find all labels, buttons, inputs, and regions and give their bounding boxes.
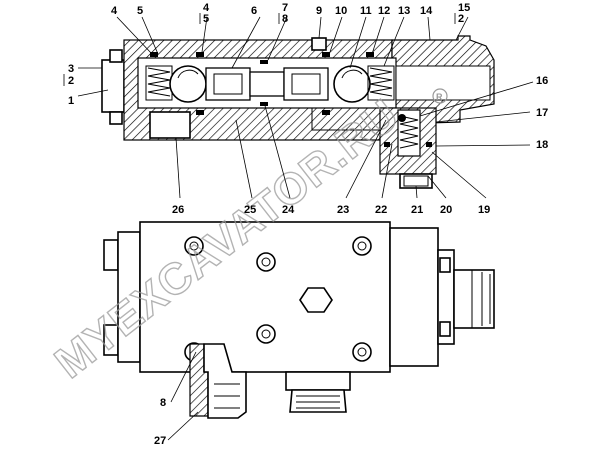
callout-6: 6 — [251, 5, 257, 17]
left-end-cap — [101, 59, 125, 113]
top-plug — [311, 37, 327, 51]
bottom-fitting-center — [285, 371, 351, 413]
leader-lines — [77, 16, 534, 441]
right-housing — [389, 227, 439, 367]
callout-12: 12 — [378, 5, 390, 17]
left-poppet — [205, 67, 251, 101]
callout-18: 18 — [536, 139, 548, 151]
registered-mark: R — [432, 88, 448, 104]
callout-21: 21 — [411, 204, 423, 216]
callout-20: 20 — [440, 204, 452, 216]
callout-2-top: 2 — [458, 13, 464, 25]
callout-4-mid: 4 — [203, 2, 210, 14]
callout-25: 25 — [244, 204, 256, 216]
callout-27: 27 — [154, 435, 166, 447]
callout-22: 22 — [375, 204, 387, 216]
o-ring-seals — [150, 52, 374, 115]
callout-15: 15 — [458, 2, 470, 14]
left-check-ball — [169, 65, 207, 103]
callout-9: 9 — [316, 5, 322, 17]
callout-14: 14 — [420, 5, 433, 17]
callout-13: 13 — [398, 5, 410, 17]
bottom-fitting-left — [189, 343, 247, 419]
sectional-view — [101, 35, 495, 189]
callout-8-top: 8 — [282, 13, 288, 25]
right-check-ball — [333, 65, 371, 103]
callout-11: 11 — [360, 5, 372, 17]
right-poppet — [283, 67, 329, 101]
callout-17: 17 — [536, 107, 548, 119]
external-view — [103, 221, 495, 419]
callout-4-top: 4 — [111, 5, 118, 17]
callout-5-top: 5 — [137, 5, 143, 17]
valve-body-exterior — [139, 221, 391, 373]
hex-plug — [299, 287, 333, 313]
callout-3: 3 — [68, 63, 74, 75]
callout-7: 7 — [282, 2, 288, 14]
callout-10: 10 — [335, 5, 347, 17]
callout-16: 16 — [536, 75, 548, 87]
lower-plug — [149, 111, 191, 139]
part-callouts: 4 5 4 5 6 7 8 9 10 11 12 13 14 15 2 3 2 … — [68, 2, 548, 447]
callout-19: 19 — [478, 204, 490, 216]
callout-2-left: 2 — [68, 75, 74, 87]
right-spring — [367, 65, 395, 101]
cartridge-check-valve — [379, 107, 437, 189]
callout-24: 24 — [282, 204, 295, 216]
svg-text:R: R — [436, 92, 443, 102]
callout-1: 1 — [68, 95, 74, 107]
callout-brackets — [63, 13, 456, 86]
callout-5-mid: 5 — [203, 13, 209, 25]
callout-23: 23 — [337, 204, 349, 216]
callout-26: 26 — [172, 204, 184, 216]
central-spool — [249, 71, 285, 97]
callout-8-bottom: 8 — [160, 397, 166, 409]
